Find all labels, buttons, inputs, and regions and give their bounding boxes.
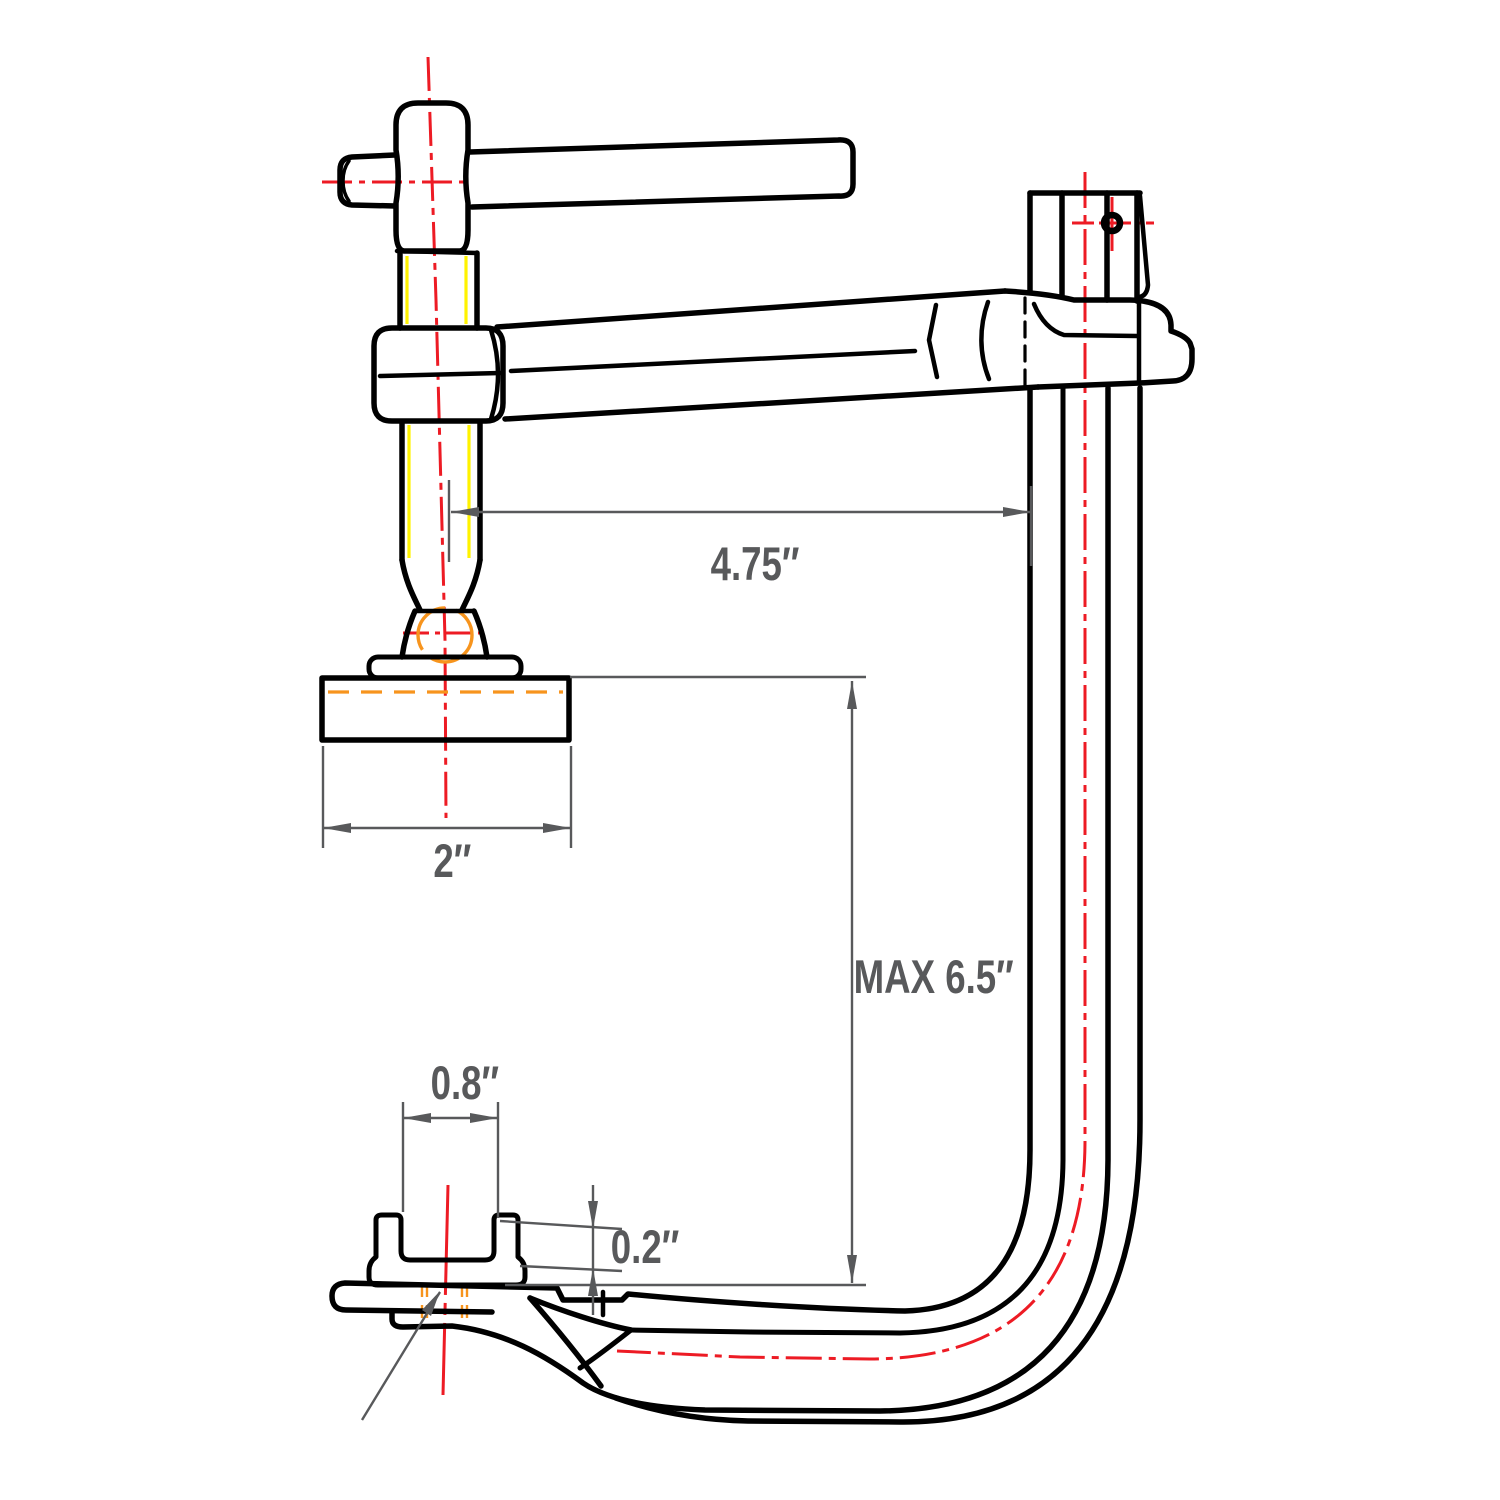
sliding-arm: [371, 288, 1195, 424]
arm-bottom-edge: [502, 384, 1041, 422]
taper-wedge-upper: [527, 1295, 634, 1333]
jaw-slot-width-label: 0.8″: [431, 1057, 499, 1109]
forge-mark-1: [926, 302, 940, 380]
end-stop-wedge: [1136, 193, 1151, 300]
max-opening-label: MAX 6.5″: [854, 951, 1014, 1003]
jaw-hole-centerline: [441, 1184, 450, 1396]
hole-leader-line: [360, 1291, 442, 1421]
arm-top-edge: [494, 288, 1008, 330]
rail-bar: [1027, 190, 1151, 304]
handle-bar: [467, 137, 856, 210]
frame-and-fixed-jaw: [329, 385, 1143, 1425]
dimension-jaw-slot-width: 0.8″: [401, 1057, 500, 1218]
jaw-step-depth-label: 0.2″: [611, 1221, 679, 1273]
spindle-neck: [399, 557, 423, 613]
taper-wedge-lower: [527, 1295, 604, 1389]
dimension-throat-depth: 4.75″: [447, 480, 1033, 590]
swivel-pad: [319, 608, 572, 743]
arm-mid-line: [508, 348, 918, 374]
screw-boss: [371, 325, 506, 424]
screw-head: [393, 100, 480, 256]
screw-axis-centerline: [426, 56, 448, 819]
handle-near-stub: [337, 152, 398, 209]
dimension-jaw-step-depth: 0.2″: [499, 1185, 679, 1315]
rail-centerline: [616, 172, 1087, 1361]
dimension-max-opening: MAX 6.5″: [505, 675, 1014, 1287]
tommy-bar-handle: [337, 137, 856, 210]
inner-edge-and-anvil: [329, 385, 1033, 1315]
outer-edge: [613, 385, 1143, 1425]
pad-width-label: 2″: [433, 835, 471, 887]
pin-hole: [1100, 211, 1124, 235]
swivel-ball-hidden-circle: [416, 606, 474, 664]
screw-spindle: [397, 250, 483, 613]
throat-depth-label: 4.75″: [711, 538, 800, 590]
forge-mark-2: [979, 299, 992, 382]
pressure-pad: [319, 675, 572, 743]
dimension-pad-width: 2″: [321, 746, 573, 887]
grooved-jaw-pad: [366, 1212, 528, 1288]
hidden-detail: [328, 606, 563, 1328]
